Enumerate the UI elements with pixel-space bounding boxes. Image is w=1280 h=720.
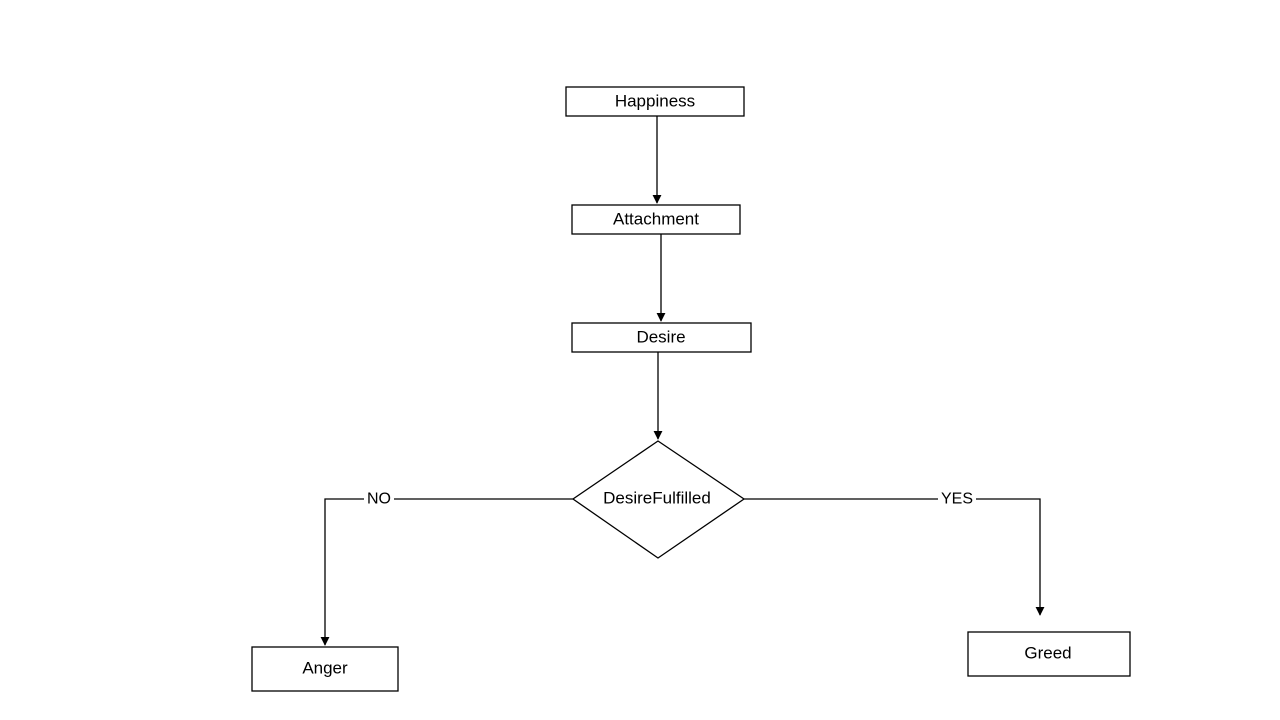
node-anger-label: Anger [302, 659, 348, 678]
edge-label-yes: YES [938, 489, 976, 509]
node-desire-label: Desire [636, 328, 685, 347]
node-decision-label: DesireFulfilled [603, 489, 711, 508]
edge-label-no-text: NO [367, 491, 391, 508]
edge-decision-to-anger [320, 498, 573, 646]
node-decision-diamond: DesireFulfilled [571, 440, 746, 559]
node-desire: Desire [571, 322, 752, 353]
node-happiness-label: Happiness [615, 92, 695, 111]
node-happiness: Happiness [565, 86, 745, 117]
node-anger: Anger [251, 646, 399, 692]
node-greed-label: Greed [1024, 644, 1071, 663]
node-attachment: Attachment [571, 204, 741, 235]
edge-decision-to-greed [744, 498, 1045, 616]
node-greed: Greed [967, 631, 1131, 677]
node-attachment-label: Attachment [613, 210, 699, 229]
edge-label-yes-text: YES [941, 491, 973, 508]
edge-label-no: NO [364, 489, 394, 509]
